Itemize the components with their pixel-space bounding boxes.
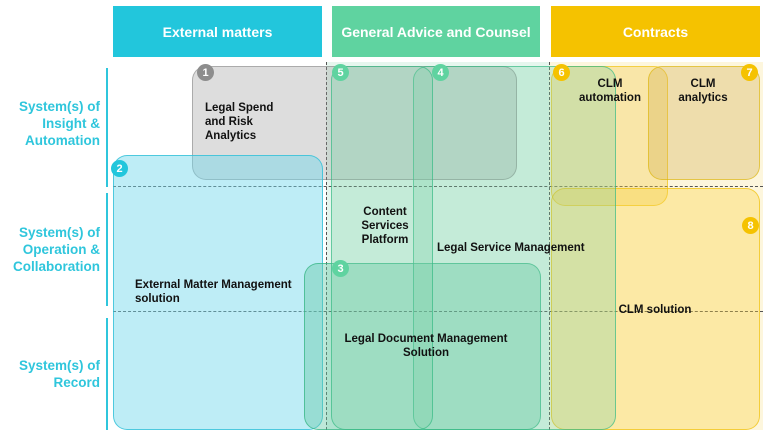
row-divider-record (106, 318, 108, 430)
label-clm-analytics: CLM analytics (678, 78, 728, 104)
badge-6: 6 (553, 64, 570, 81)
row-label-record: System(s) of Record (18, 358, 100, 390)
row-divider-insight (106, 68, 108, 187)
box-clm-solution (551, 188, 760, 430)
label-legal-spend-analytics: Legal Spend and Risk Analytics (205, 102, 274, 142)
label-legal-document-management: Legal Document Management Solution (344, 333, 508, 359)
grid-line-v2 (549, 62, 550, 430)
row-label-insight: System(s) of Insight & Automation (18, 99, 100, 148)
row-label-operation: System(s) of Operation & Collaboration (13, 225, 100, 274)
badge-5: 5 (332, 64, 349, 81)
box-legal-service-management (413, 66, 616, 430)
badge-1: 1 (197, 64, 214, 81)
box-external-matter-management (113, 155, 323, 430)
column-header-external-matters: External matters (113, 6, 322, 57)
box-legal-spend-analytics (192, 66, 517, 180)
label-content-services-platform: Content Services Platform (361, 206, 409, 246)
badge-3: 3 (332, 260, 349, 277)
label-legal-service-management: Legal Service Management (437, 242, 585, 254)
row-divider-operation (106, 193, 108, 306)
grid-line-h1 (113, 186, 763, 187)
label-clm-automation: CLM automation (579, 78, 641, 104)
box-legal-document-management (304, 263, 541, 430)
label-external-matter-management: External Matter Management solution (135, 279, 292, 305)
grid-line-v1 (326, 62, 327, 430)
badge-8: 8 (742, 217, 759, 234)
badge-4: 4 (432, 64, 449, 81)
badge-2: 2 (111, 160, 128, 177)
box-clm-analytics (648, 66, 760, 180)
column-bg-general-advice (326, 62, 549, 430)
column-bg-contracts (549, 62, 763, 430)
box-content-services-platform (331, 66, 433, 430)
column-header-contracts: Contracts (551, 6, 760, 57)
label-clm-solution: CLM solution (618, 304, 692, 316)
grid-line-h2 (113, 311, 763, 312)
badge-7: 7 (741, 64, 758, 81)
column-header-general-advice: General Advice and Counsel (332, 6, 540, 57)
